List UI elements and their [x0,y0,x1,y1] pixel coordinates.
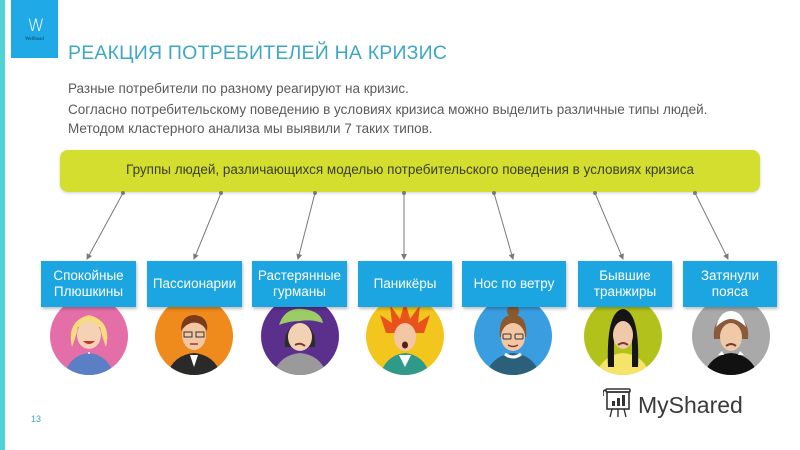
group-box-spokoinye-plyushkiny: Спокойные Плюшкины [41,261,136,307]
avatar-woman-in-headscarf [692,297,770,375]
avatar-woman-in-green-hat [261,297,339,375]
slide-title: РЕАКЦИЯ ПОТРЕБИТЕЛЕЙ НА КРИЗИС [68,42,448,64]
page-number: 13 [31,414,42,424]
left-accent-bar [0,0,5,450]
avatar-man-with-flaming-hair [366,297,444,375]
avatar-sad-long-haired-woman [584,297,662,375]
group-box-nos-po-vetru: Нос по ветру [462,261,566,307]
myshared-watermark: MyShared [602,387,743,424]
intro-line-3: Методом кластерного анализа мы выявили 7… [68,121,433,136]
logo-name: Wellhead [25,37,44,42]
logo-w-icon: W [27,16,45,36]
group-box-panikery: Паникёры [358,261,452,307]
group-box-zatyanuli-poyasa: Затянули пояса [683,261,777,307]
presentation-board-icon [602,387,633,424]
avatar-man-with-glasses [155,297,233,375]
intro-line-1: Разные потребители по разному реагируют … [68,81,409,96]
group-box-passionarii: Пассионарии [147,261,242,307]
watermark-text: MyShared [638,392,743,418]
group-box-byvshie-tranzhiry: Бывшие транжиры [578,261,672,307]
group-box-rasteryannye-gurmany: Растерянные гурманы [252,261,347,307]
avatar-laughing-blonde-woman [50,297,128,375]
intro-line-2: Согласно потребительскому поведению в ус… [68,102,708,117]
company-logo: W Wellhead [11,0,58,58]
avatar-woman-with-glasses [474,297,552,375]
groups-banner: Группы людей, различающихся моделью потр… [60,150,760,192]
